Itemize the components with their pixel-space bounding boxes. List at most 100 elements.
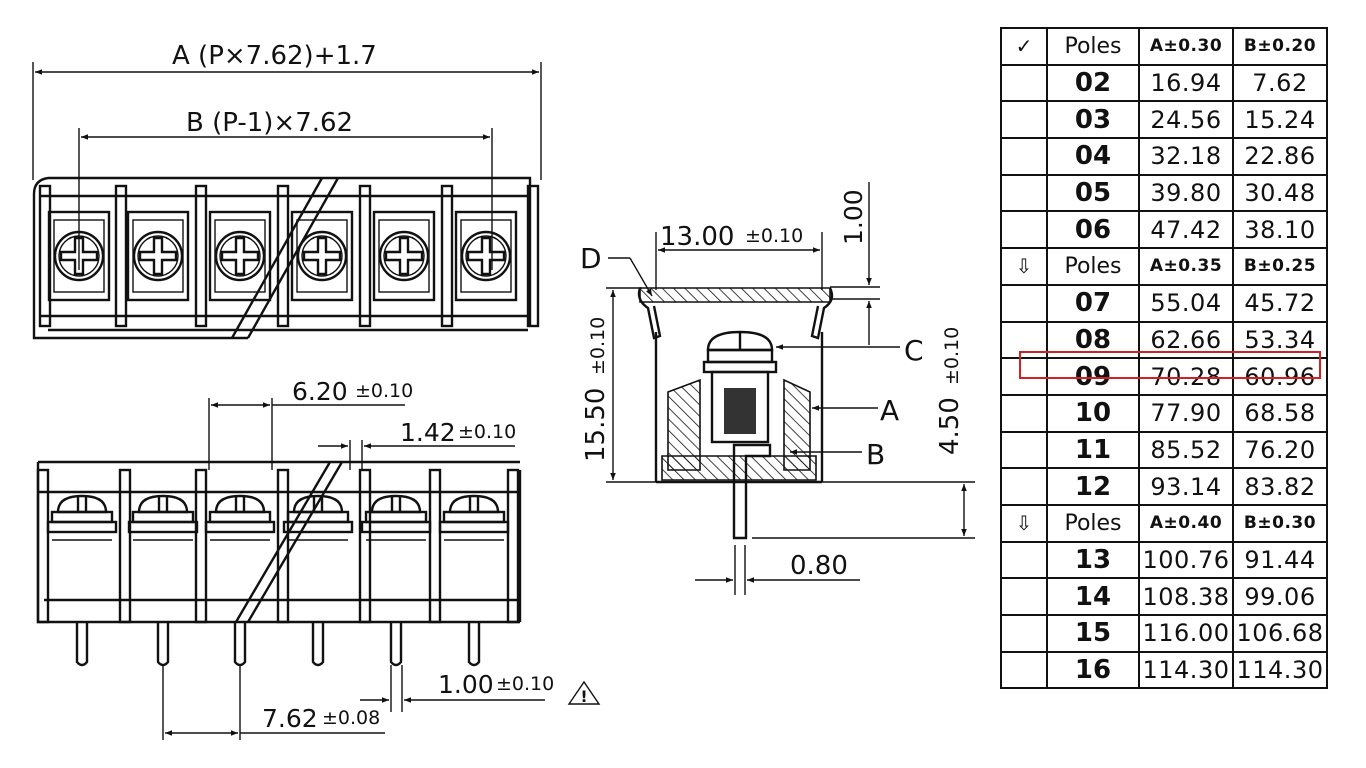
table-mark-cell [1000, 357, 1048, 396]
table-b-cell: 53.34 [1232, 320, 1328, 360]
dim-450-tol: ±0.10 [941, 327, 963, 385]
table-a-cell: 39.80 [1138, 173, 1234, 213]
dim-1300-tol: ±0.10 [745, 225, 803, 247]
table-a-cell: 70.28 [1138, 357, 1234, 396]
dim-620-tol: ±0.10 [355, 380, 413, 402]
table-mark-cell [1000, 614, 1048, 653]
dim-142-tol: ±0.10 [458, 421, 516, 443]
table-b-cell: 38.10 [1232, 210, 1328, 250]
table-a-cell: 32.18 [1138, 137, 1234, 176]
label-a: A [880, 394, 899, 427]
table-poles-cell: 05 [1046, 173, 1140, 213]
table-poles-cell: 15 [1046, 614, 1140, 653]
table-a-cell: 100.76 [1138, 540, 1234, 580]
table-mark-cell [1000, 577, 1048, 616]
table-a-cell: 116.00 [1138, 614, 1234, 653]
table-poles-cell: Poles [1046, 503, 1140, 543]
table-b-cell: 30.48 [1232, 173, 1328, 213]
table-mark-cell [1000, 540, 1048, 580]
label-d: D [580, 242, 602, 275]
table-mark-cell [1000, 650, 1048, 690]
dim-1300-value: 13.00 [660, 222, 734, 252]
terminal-pin [75, 622, 89, 667]
front-screw [360, 494, 432, 541]
table-mark-cell [1000, 137, 1048, 176]
table-poles-cell: 07 [1046, 283, 1140, 323]
table-mark-cell [1000, 63, 1048, 103]
dim-b-label: B (P-1)×7.62 [186, 108, 353, 138]
table-poles-cell: 16 [1046, 650, 1140, 690]
terminal-pin [389, 622, 403, 667]
dim-h100-value: 1.00 [839, 189, 868, 245]
dim-450-value: 4.50 [935, 397, 965, 455]
table-mark-cell [1000, 210, 1048, 250]
table-b-cell: 68.58 [1232, 393, 1328, 433]
table-a-cell: 24.56 [1138, 100, 1234, 140]
front-screw [438, 494, 510, 541]
table-poles-cell: 04 [1046, 137, 1140, 176]
label-b: B [866, 438, 885, 471]
top-screw [47, 210, 111, 302]
side-view: 13.00 ±0.10 1.00 15.50 ±0.10 4.50 ±0.10 … [580, 182, 975, 595]
front-screw [46, 494, 118, 541]
terminal-pin [467, 622, 481, 667]
table-a-cell: A±0.35 [1138, 247, 1234, 286]
top-screw [290, 210, 354, 302]
table-mark-cell [1000, 283, 1048, 323]
warning-triangle-icon [567, 680, 601, 705]
dim-100-tol: ±0.10 [496, 673, 554, 695]
dim-1550-value: 15.50 [581, 388, 611, 462]
table-b-cell: 91.44 [1232, 540, 1328, 580]
table-b-cell: 45.72 [1232, 283, 1328, 323]
dim-142-value: 1.42 [400, 418, 456, 447]
table-a-cell: 16.94 [1138, 63, 1234, 103]
top-view: A (P×7.62)+1.7 B (P-1)×7.62 [32, 41, 542, 340]
table-a-cell: A±0.30 [1138, 27, 1234, 66]
table-a-cell: 108.38 [1138, 577, 1234, 616]
table-b-cell: 60.96 [1232, 357, 1328, 396]
top-screw [372, 210, 436, 302]
table-poles-cell: Poles [1046, 27, 1140, 66]
table-a-cell: 93.14 [1138, 467, 1234, 506]
table-b-cell: 15.24 [1232, 100, 1328, 140]
label-c: C [904, 334, 924, 367]
table-b-cell: 7.62 [1232, 63, 1328, 103]
table-a-cell: 114.30 [1138, 650, 1234, 690]
table-a-cell: 62.66 [1138, 320, 1234, 360]
table-a-cell: 77.90 [1138, 393, 1234, 433]
table-mark-cell: ✓ [1000, 27, 1048, 66]
dim-762-tol: ±0.08 [322, 707, 380, 729]
dim-1550-tol: ±0.10 [587, 317, 609, 375]
dim-100-value: 1.00 [438, 670, 494, 699]
table-b-cell: B±0.25 [1232, 247, 1328, 286]
dim-a-label: A (P×7.62)+1.7 [172, 41, 377, 71]
table-b-cell: 114.30 [1232, 650, 1328, 690]
table-a-cell: 55.04 [1138, 283, 1234, 323]
top-screw [454, 210, 518, 302]
front-screw [127, 494, 199, 541]
table-poles-cell: 09 [1046, 357, 1140, 396]
table-b-cell: 83.82 [1232, 467, 1328, 506]
top-screw [126, 210, 190, 302]
table-poles-cell: 03 [1046, 100, 1140, 140]
table-poles-cell: 02 [1046, 63, 1140, 103]
table-a-cell: A±0.40 [1138, 503, 1234, 543]
table-b-cell: 76.20 [1232, 430, 1328, 470]
table-mark-cell [1000, 393, 1048, 433]
table-poles-cell: 12 [1046, 467, 1140, 506]
table-mark-cell [1000, 430, 1048, 470]
front-view: 6.20 ±0.10 1.42 ±0.10 7.62 ±0.08 [36, 377, 601, 740]
